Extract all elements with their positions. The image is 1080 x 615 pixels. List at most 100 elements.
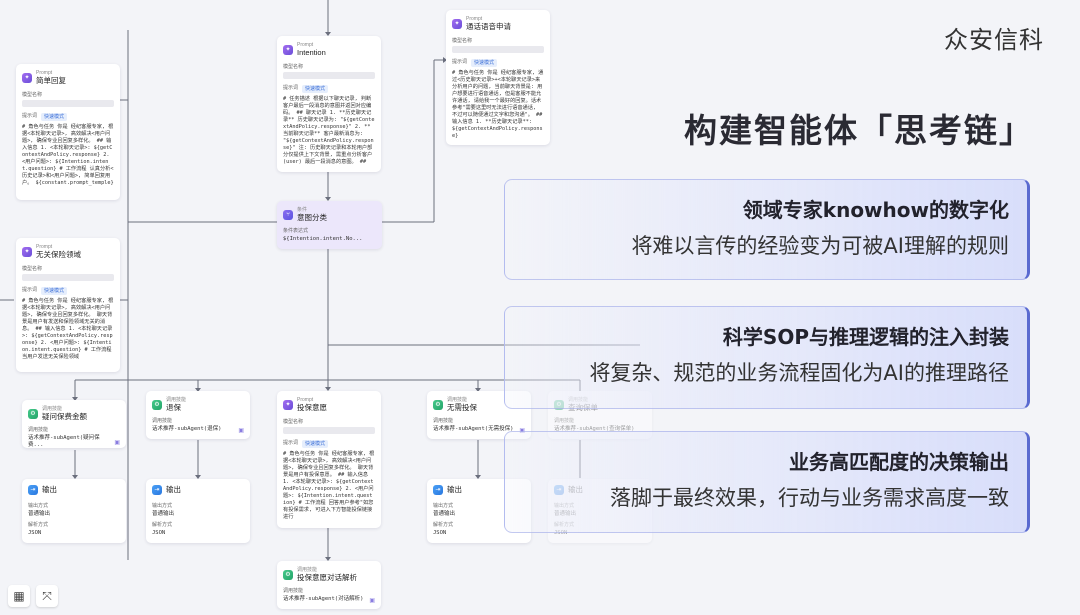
fast-mode-chip[interactable]: 快速模式	[302, 439, 329, 449]
node-header: ✦ Prompt Intention	[283, 42, 375, 58]
node-kind: 调用技能	[166, 397, 187, 403]
connector-arrow	[475, 475, 481, 479]
skill-value: 话术推荐-subAgent(查询保单)	[554, 425, 635, 432]
prompt-body: # 角色与任务 你是 经纪客服专家, 根据<本轮聊天记录>, 高效解决<用户问题…	[283, 451, 375, 521]
node-title: 简单回复	[36, 76, 66, 86]
fast-mode-chip[interactable]: 快速模式	[41, 112, 68, 122]
node-title: 疑问保费金额	[42, 412, 87, 422]
node-kind: Prompt	[36, 70, 53, 76]
prompt-label: 提示词	[283, 84, 299, 91]
panel-title: 领域专家knowhow的数字化	[742, 198, 1009, 222]
node-title: 投保意愿对话解析	[297, 573, 357, 583]
connector-arrow	[195, 388, 201, 392]
node-insure-parse[interactable]: ⚙ 调用技能 投保意愿对话解析 调用技能 话术推荐-subAgent(对话解析)…	[277, 561, 381, 609]
page-title: 构建智能体「思考链」	[684, 111, 1034, 150]
output-method-value: 普通输出	[152, 511, 175, 518]
fast-mode-chip[interactable]: 快速模式	[471, 58, 498, 68]
model-name-label: 模型名称	[283, 418, 304, 425]
node-kind: Prompt	[466, 16, 483, 22]
skill-label: 调用技能	[152, 417, 173, 424]
skill-label: 调用技能	[283, 587, 304, 594]
node-unrelated[interactable]: ✦ Prompt 无关保险领域 模型名称 提示词 快速模式 # 角色与任务 你是…	[16, 238, 120, 372]
node-call-apply[interactable]: ✦ Prompt 通话语音申请 模型名称 提示词 快速模式 # 角色与任务 你是…	[446, 10, 550, 145]
node-kind: 调用技能	[42, 406, 63, 412]
prompt-body: # 任务描述 根据以下聊天记录, 判断客户最后一段消息的意图并返回对应编码。 #…	[283, 96, 376, 166]
node-simple-reply[interactable]: ✦ Prompt 简单回复 模型名称 提示词 快速模式 # 角色与任务 你是 经…	[16, 64, 120, 200]
connector-arrow	[475, 388, 481, 392]
node-title: 无需投保	[447, 403, 477, 413]
output-method-label: 输出方式	[28, 503, 49, 509]
connector-arrow	[72, 475, 78, 479]
prompt-label: 提示词	[452, 58, 468, 65]
prompt-label: 提示词	[22, 112, 38, 119]
feature-panel-3: 业务高匹配度的决策输出 落脚于最终效果，行动与业务需求高度一致	[504, 431, 1030, 533]
edit-icon[interactable]: ▣	[238, 427, 244, 434]
skill-value: 话术推荐-subAgent(无需投保)	[433, 425, 514, 432]
prompt-body: # 角色与任务 你是 经纪客服专家, 通过<历史聊天记录>+<本轮聊天记录>来分…	[452, 70, 546, 140]
skill-value: 话术推荐-subAgent(退保)	[152, 425, 222, 432]
panel-subtitle: 将难以言传的经验变为可被AI理解的规则	[631, 234, 1009, 258]
output-icon: ⇥	[433, 485, 443, 495]
skill-icon: ⚙	[283, 569, 293, 580]
node-kind: Prompt	[297, 397, 314, 403]
connector-arrow	[443, 57, 447, 63]
node-insure-intent[interactable]: ✦ Prompt 投保意愿 模型名称 提示词 快速模式 # 角色与任务 你是 经…	[277, 391, 381, 528]
connector-arrow	[325, 557, 331, 561]
edit-icon[interactable]: ▣	[519, 428, 525, 436]
skill-label: 调用技能	[554, 417, 575, 424]
output-method-label: 输出方式	[152, 503, 173, 509]
model-select[interactable]	[452, 45, 544, 53]
panel-subtitle: 落脚于最终效果，行动与业务需求高度一致	[610, 486, 1009, 510]
node-kind: Prompt	[36, 244, 53, 250]
node-header: ⚙ 调用技能 投保意愿对话解析	[283, 567, 375, 583]
skill-label: 调用技能	[433, 417, 454, 424]
node-intent-classify[interactable]: ⑂ 条件 意图分类 条件表达式 ${Intention.intent.No...	[277, 201, 382, 249]
prompt-label: 提示词	[22, 286, 38, 293]
node-kind: 调用技能	[297, 567, 318, 573]
node-refund[interactable]: ⚙ 调用技能 退保 调用技能 话术推荐-subAgent(退保) ▣	[146, 391, 250, 439]
prompt-icon: ✦	[283, 399, 293, 410]
parse-method-value: JSON	[28, 530, 42, 537]
model-select[interactable]	[22, 99, 114, 107]
node-title: 无关保险领域	[36, 250, 81, 260]
node-title: Intention	[297, 48, 326, 58]
skill-value: 话术推荐-subAgent(对话解析)	[283, 595, 364, 602]
connector-arrow	[72, 397, 78, 401]
canvas-toolbar: ▦ ⤧	[8, 585, 58, 607]
node-kind: 调用技能	[447, 397, 468, 403]
node-header: ⇥ 输出	[152, 485, 244, 495]
output-method-value: 普通输出	[28, 511, 51, 518]
prompt-body: # 角色与任务 你是 经纪客服专家, 根据<本轮聊天记录>, 高效解决<用户问题…	[22, 298, 115, 361]
fast-mode-chip[interactable]: 快速模式	[302, 84, 329, 94]
model-name-label: 模型名称	[22, 265, 43, 272]
fit-view-icon[interactable]: ▦	[8, 585, 30, 607]
node-intention[interactable]: ✦ Prompt Intention 模型名称 提示词 快速模式 # 任务描述 …	[277, 36, 381, 172]
node-output-1[interactable]: ⇥ 输出 输出方式 普通输出 解析方式 JSON	[22, 479, 126, 543]
panel-title: 科学SOP与推理逻辑的注入封装	[722, 325, 1009, 349]
node-header: ⑂ 条件 意图分类	[283, 207, 376, 223]
edit-icon[interactable]: ▣	[114, 440, 120, 446]
parse-method-label: 解析方式	[152, 522, 173, 529]
model-select[interactable]	[22, 273, 114, 281]
parse-method-value: JSON	[554, 530, 568, 537]
fast-mode-chip[interactable]: 快速模式	[41, 286, 68, 296]
node-output-2[interactable]: ⇥ 输出 输出方式 普通输出 解析方式 JSON	[146, 479, 250, 543]
feature-panel-2: 科学SOP与推理逻辑的注入封装 将复杂、规范的业务流程固化为AI的推理路径	[504, 306, 1030, 409]
condition-expr-value: ${Intention.intent.No...	[283, 235, 363, 242]
node-header: ✦ Prompt 投保意愿	[283, 397, 375, 413]
connector-arrow	[195, 475, 201, 479]
skill-icon: ⚙	[152, 399, 162, 410]
node-header: ⇥ 输出	[28, 485, 120, 495]
output-method-value: 普通输出	[433, 511, 456, 518]
node-ask-amount[interactable]: ⚙ 调用技能 疑问保费金额 调用技能 话术推荐-subAgent(疑问保费...…	[22, 400, 126, 448]
expand-icon[interactable]: ⤧	[36, 585, 58, 607]
parse-method-value: JSON	[433, 530, 447, 537]
edit-icon[interactable]: ▣	[369, 597, 375, 604]
brand-logo: 众安信科	[944, 26, 1044, 54]
model-select[interactable]	[283, 71, 375, 79]
node-header: ✦ Prompt 简单回复	[22, 70, 114, 86]
model-select[interactable]	[283, 426, 375, 434]
connector-arrow	[325, 197, 331, 201]
